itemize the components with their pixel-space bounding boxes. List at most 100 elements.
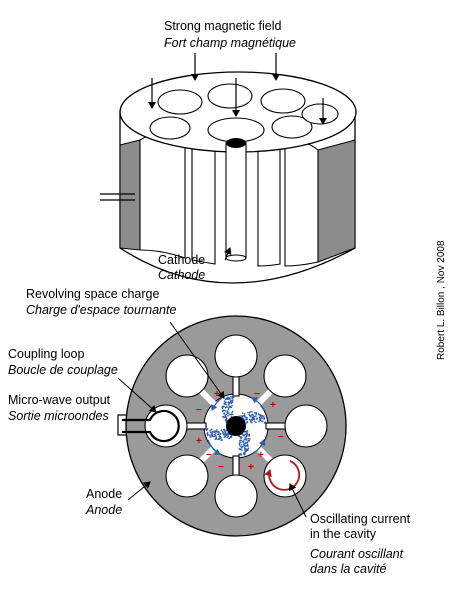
space-charge-dot (209, 436, 212, 438)
space-charge-dot (226, 406, 228, 408)
minus-sign: − (278, 432, 284, 443)
space-charge-dot (246, 416, 248, 419)
space-charge-dot (231, 410, 234, 413)
oscillating-current-label-fr: Courant oscillant (310, 547, 404, 561)
space-charge-dot (219, 432, 222, 435)
space-charge-dot (212, 435, 214, 438)
space-charge-dot (248, 418, 251, 421)
space-charge-dot (244, 418, 246, 420)
space-charge-dot (228, 405, 230, 407)
space-charge-dot (248, 434, 250, 437)
space-charge-dot (260, 414, 262, 416)
space-charge-dot (223, 429, 226, 431)
space-charge-dot (223, 402, 225, 405)
space-charge-dot (243, 414, 246, 417)
space-charge-dot (249, 410, 252, 413)
space-charge-dot (263, 421, 266, 424)
space-charge-dot (222, 432, 224, 435)
space-charge-dot (246, 420, 249, 423)
cavity-cut-midright (257, 137, 281, 267)
output-cavity (144, 404, 188, 448)
top-hole (207, 83, 253, 109)
space-charge-dot (258, 420, 260, 423)
coupling-loop-label-fr: Boucle de couplage (8, 363, 118, 377)
space-charge-dot (225, 413, 228, 416)
oscillating-current-label: Oscillating current (310, 512, 411, 526)
space-charge-dot (238, 442, 241, 444)
microwave-output-label-fr: Sortie microondes (8, 409, 109, 423)
space-charge-dot (216, 429, 218, 431)
oscillating-current-label-fr-2: dans la cavité (310, 562, 386, 576)
top-hole (301, 103, 339, 125)
space-charge-dot (244, 444, 246, 447)
space-charge-leader (169, 321, 225, 399)
space-charge-dot (248, 440, 250, 442)
credit-label: Robert L. Billon , Nov 2008 (436, 240, 447, 360)
space-charge-dot (215, 436, 218, 438)
space-charge-dot (253, 420, 256, 423)
space-charge-dot (213, 433, 216, 436)
space-charge-dot (242, 414, 245, 417)
space-charge-dot (261, 420, 263, 423)
space-charge-dot (249, 438, 251, 440)
space-charge-dot (244, 433, 247, 436)
space-charge-dot (223, 400, 226, 402)
space-charge-dot (225, 430, 228, 432)
space-charge-dot (239, 440, 241, 442)
space-charge-dot (239, 415, 242, 417)
space-charge-dot (226, 436, 228, 439)
space-charge-dot (221, 439, 223, 441)
top-hole (157, 89, 203, 115)
space-charge-dot (250, 421, 252, 424)
space-charge-cloud (205, 395, 267, 457)
space-charge-dot (229, 399, 232, 401)
space-charge-dot (246, 434, 248, 437)
space-charge-dot (213, 435, 216, 438)
space-charge-dot (209, 434, 211, 436)
space-charge-dot (206, 431, 209, 434)
space-charge-dot (231, 399, 233, 402)
cathode-label: Cathode (158, 253, 205, 267)
space-charge-dot (228, 413, 231, 416)
electron-arrow (251, 439, 266, 455)
space-charge-dot (258, 416, 261, 419)
space-charge-dot (263, 415, 265, 418)
space-charge-dot (255, 415, 257, 417)
space-charge-dot (228, 403, 230, 406)
space-charge-dot (245, 430, 247, 433)
space-charge-dot (221, 407, 224, 410)
space-charge-dot (241, 447, 243, 449)
space-charge-dot (205, 427, 208, 430)
space-charge-dot (225, 403, 228, 406)
magnetic-field-arrows (148, 53, 327, 125)
space-charge-dot (223, 434, 225, 436)
space-charge-dot (245, 444, 248, 447)
coupling-loop-wire (122, 409, 180, 443)
space-charge-dot (227, 407, 230, 409)
space-charge-dot (242, 440, 244, 443)
space-charge-dot (244, 430, 246, 433)
space-charge-dot (211, 431, 214, 433)
space-charge-dot (221, 430, 224, 433)
space-charge-dot (223, 436, 226, 438)
space-charge-dot (246, 448, 249, 451)
space-charge-dot (239, 436, 241, 438)
space-charge-dot (239, 445, 241, 447)
cavity-cut-right (284, 140, 319, 267)
space-charge-dot (250, 418, 253, 421)
space-charge-dot (240, 436, 243, 439)
space-charge-dot (241, 443, 243, 446)
space-charge-dot (231, 397, 233, 399)
space-charge-dot (246, 442, 248, 444)
cavity (214, 334, 258, 378)
space-charge-dot (209, 431, 212, 434)
cavity (165, 354, 209, 398)
space-charge-dot (206, 428, 209, 430)
coupling-loop-leader (117, 377, 157, 413)
space-charge-dot (226, 398, 228, 401)
space-charge-dot (238, 435, 240, 438)
space-charge-dot (259, 418, 262, 421)
space-charge-dot (255, 418, 258, 421)
right-cut-face (317, 139, 356, 263)
